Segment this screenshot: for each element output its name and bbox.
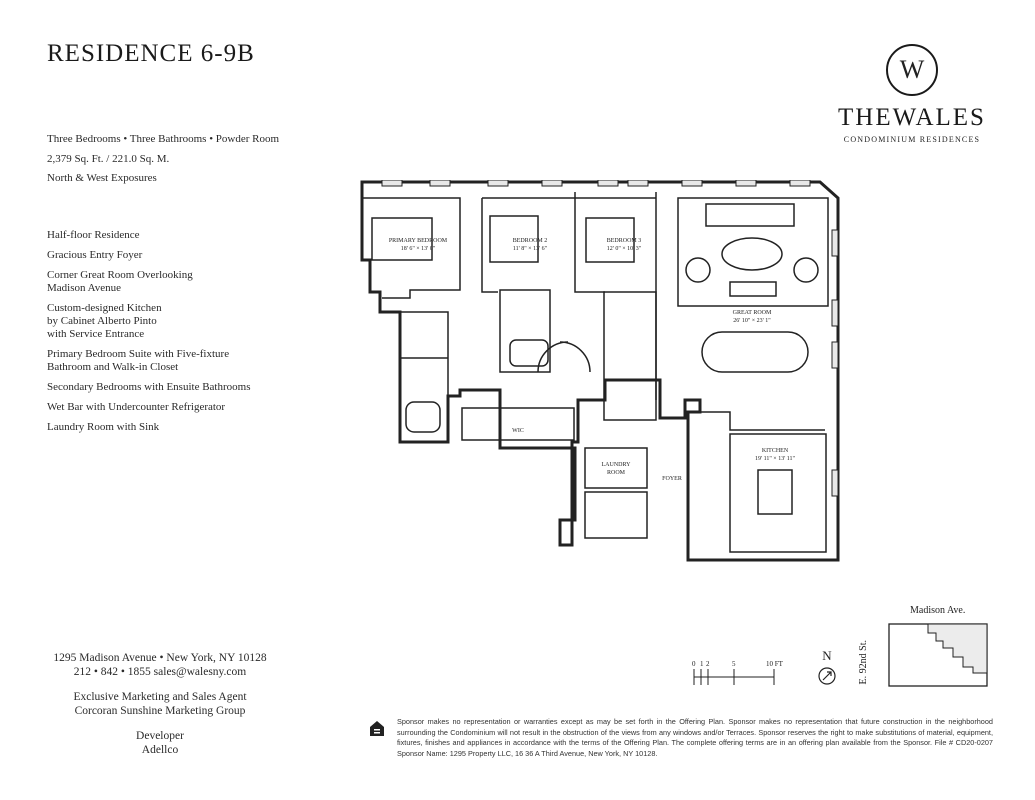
- dims-primary-bedroom: 18' 6" × 13' 0": [401, 246, 436, 252]
- logo-monogram: W: [886, 44, 938, 96]
- scale-label: 2: [706, 660, 710, 668]
- feature-item: Gracious Entry Foyer: [47, 249, 143, 261]
- scale-label: 1: [700, 660, 704, 668]
- scale-bar: 0 1 2 5 10 FT: [692, 660, 784, 685]
- specs-rooms: Three Bedrooms • Three Bathrooms • Powde…: [47, 133, 280, 145]
- label-bedroom-3: BEDROOM 3: [607, 238, 642, 244]
- label-primary-bedroom: PRIMARY BEDROOM: [389, 238, 448, 244]
- feature-item: Secondary Bedrooms with Ensuite Bathroom…: [47, 381, 251, 393]
- key-map-avenue: Madison Ave.: [910, 605, 966, 616]
- feature-item: Primary Bedroom Suite with Five-fixture …: [47, 348, 230, 373]
- dims-great-room: 26' 10" × 23' 1": [733, 318, 771, 324]
- scale-label: 5: [732, 660, 736, 668]
- scale-label: 10 FT: [766, 660, 784, 668]
- page-title: RESIDENCE 6-9B: [47, 40, 255, 67]
- key-map-street: E. 92nd St.: [858, 640, 869, 685]
- label-great-room: GREAT ROOM: [733, 310, 772, 316]
- legal-disclaimer: Sponsor makes no representation or warra…: [397, 717, 993, 758]
- feature-item: Laundry Room with Sink: [47, 421, 160, 433]
- contact-phone-email: 212 • 842 • 1855 sales@walesny.com: [73, 665, 247, 678]
- brand-name: THEWALES: [838, 104, 986, 131]
- floor-plan: PRIMARY BEDROOM 18' 6" × 13' 0" BEDROOM …: [360, 180, 840, 562]
- specs-area: 2,379 Sq. Ft. / 221.0 Sq. M.: [47, 152, 170, 165]
- label-laundry-room: ROOM: [607, 470, 626, 476]
- specs-exposures: North & West Exposures: [47, 172, 157, 184]
- key-map: [888, 623, 988, 687]
- scale-label: 0: [692, 660, 696, 668]
- dims-bedroom-3: 12' 0" × 10' 3": [607, 246, 642, 252]
- label-wic: WIC: [512, 428, 524, 434]
- contact-info: 1295 Madison Avenue • New York, NY 10128…: [30, 652, 290, 757]
- feature-item: Wet Bar with Undercounter Refrigerator: [47, 401, 226, 413]
- brand-logo: W THEWALES CONDOMINIUM RESIDENCES: [832, 44, 992, 144]
- feature-item: Corner Great Room Overlooking Madison Av…: [47, 269, 193, 294]
- developer-name: Adellco: [141, 743, 179, 756]
- label-laundry: LAUNDRY: [601, 462, 631, 468]
- brand-subtitle: CONDOMINIUM RESIDENCES: [843, 135, 981, 144]
- equal-housing-icon: [370, 721, 384, 736]
- contact-address: 1295 Madison Avenue • New York, NY 10128: [53, 652, 267, 664]
- feature-list: Half-floor Residence Gracious Entry Foye…: [47, 229, 250, 441]
- agent-name: Corcoran Sunshine Marketing Group: [74, 704, 246, 717]
- compass-north-label: N: [822, 648, 832, 663]
- agent-title: Exclusive Marketing and Sales Agent: [73, 691, 247, 703]
- label-foyer: FOYER: [662, 476, 682, 482]
- feature-item: Half-floor Residence: [47, 229, 140, 241]
- dims-bedroom-2: 11' 8" × 13' 6": [513, 246, 548, 252]
- residence-specs: Three Bedrooms • Three Bathrooms • Powde…: [47, 130, 279, 189]
- developer-title: Developer: [136, 730, 184, 742]
- feature-item: Custom-designed Kitchen by Cabinet Alber…: [47, 302, 162, 340]
- dims-kitchen: 19' 11" × 13' 11": [755, 456, 796, 462]
- compass-icon: N: [818, 648, 836, 685]
- label-kitchen: KITCHEN: [762, 448, 789, 454]
- label-bedroom-2: BEDROOM 2: [513, 238, 548, 244]
